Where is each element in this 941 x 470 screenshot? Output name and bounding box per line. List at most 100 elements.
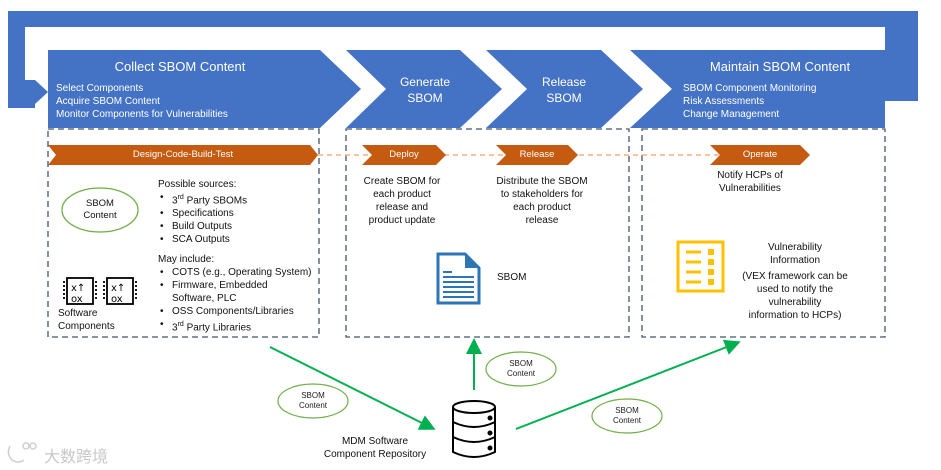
- phase-chevron-release: [486, 50, 643, 128]
- phase-chevron-generate: [346, 50, 502, 128]
- source-item: SCA Outputs: [160, 233, 247, 246]
- possible-sources-list: Possible sources: 3rd Party SBOMs Specif…: [158, 178, 247, 246]
- sources-heading: Possible sources:: [158, 179, 237, 190]
- phase-chevron-collect: [48, 50, 361, 128]
- collect-box-border: [47, 128, 320, 338]
- text-line: Distribute the SBOM: [496, 176, 588, 187]
- repository-label: MDM Software Component Repository: [300, 435, 450, 461]
- software-component-chip-icon: x↑ ox: [63, 277, 97, 305]
- include-item: 3rd Party Libraries: [160, 318, 323, 334]
- phase-title-line: SBOM: [546, 91, 582, 105]
- software-component-chip-icon: x↑ ox: [103, 277, 137, 305]
- text-line: used to notify the: [756, 284, 834, 295]
- watermark-logo-icon: [7, 442, 37, 463]
- source-item: Build Outputs: [160, 220, 247, 233]
- text-line: vulnerability: [768, 297, 822, 308]
- text-line: each product: [513, 202, 571, 213]
- stage-arrow-deploy: [362, 145, 446, 165]
- phase-item: Select Components: [56, 83, 144, 94]
- watermark-text: 大数跨境: [44, 449, 109, 466]
- source-item: Specifications: [160, 207, 247, 220]
- include-item: Firmware, Embedded Software, PLC: [160, 279, 302, 305]
- stage-label-design: Design-Code-Build-Test: [132, 149, 234, 160]
- phase-item: SBOM Component Monitoring: [683, 83, 817, 94]
- text-line: release and: [375, 202, 429, 213]
- software-components-label: Software Components: [58, 307, 115, 333]
- flow-oval-middle: [485, 351, 557, 387]
- phase-title-generate: Generate SBOM: [380, 74, 470, 106]
- phase-title-line: Generate: [399, 75, 451, 89]
- phase-item: Risk Assessments: [683, 96, 765, 107]
- svg-text:x↑: x↑: [111, 283, 125, 294]
- text-line: Vulnerabilities: [719, 183, 781, 194]
- generate-box-border: [345, 128, 630, 338]
- flow-oval-left-label: SBOM Content: [288, 391, 338, 411]
- document-icon: [436, 252, 481, 305]
- include-item: COTS (e.g., Operating System): [160, 266, 323, 279]
- text-line: Notify HCPs of: [717, 170, 783, 181]
- vulnerability-info-title: Vulnerability Information: [730, 241, 860, 267]
- include-item: OSS Components/Libraries: [160, 305, 323, 318]
- svg-text:x↑: x↑: [71, 283, 85, 294]
- oval-line: SBOM: [86, 198, 114, 209]
- stage-label-operate: Operate: [742, 149, 778, 160]
- collect-sbom-content-oval: [61, 187, 139, 233]
- feedback-loop-arrow: [8, 11, 918, 108]
- sbom-document-label: SBOM: [497, 272, 527, 283]
- stage-arrow-operate: [710, 145, 810, 165]
- text-line: Create SBOM for: [363, 176, 441, 187]
- flow-oval-right-label: SBOM Content: [602, 406, 652, 426]
- stage-arrow-design: [48, 145, 318, 165]
- operate-description: Notify HCPs of Vulnerabilities: [700, 169, 800, 195]
- phase-item: Change Management: [683, 109, 780, 120]
- phase-title-release: Release SBOM: [519, 74, 609, 106]
- oval-line: Content: [83, 210, 117, 221]
- phase-item: Monitor Components for Vulnerabilities: [56, 109, 228, 120]
- text-line: (VEX framework can be: [742, 271, 848, 282]
- phase-item: Acquire SBOM Content: [56, 96, 160, 107]
- oval-line: Content: [612, 416, 642, 425]
- svg-text:ox: ox: [71, 294, 83, 305]
- label-line: Software: [58, 308, 98, 319]
- may-include-list: May include: COTS (e.g., Operating Syste…: [158, 253, 323, 334]
- label-line: MDM Software: [341, 436, 409, 447]
- flow-oval-right: [591, 398, 663, 434]
- flow-arrow-to-maintain: [515, 339, 741, 430]
- phase-title-collect: Collect SBOM Content: [114, 59, 246, 74]
- vulnerability-info-note: (VEX framework can be used to notify the…: [730, 270, 860, 322]
- phase-maintain-items: SBOM Component Monitoring Risk Assessmen…: [683, 82, 816, 121]
- flow-oval-middle-label: SBOM Content: [496, 359, 546, 379]
- label-line: Components: [58, 321, 115, 332]
- label-line: Component Repository: [323, 449, 427, 460]
- stage-label-deploy: Deploy: [389, 149, 419, 160]
- maintain-box-border: [641, 128, 886, 338]
- text-line: release: [525, 215, 559, 226]
- oval-line: Content: [298, 401, 328, 410]
- flow-oval-left: [277, 383, 349, 419]
- release-description: Distribute the SBOM to stakeholders for …: [482, 175, 602, 227]
- phase-title-line: SBOM: [407, 91, 443, 105]
- oval-line: SBOM: [615, 406, 639, 415]
- phase-title-line: Release: [541, 75, 587, 89]
- text-line: product update: [368, 215, 436, 226]
- oval-line: SBOM: [301, 391, 325, 400]
- include-heading: May include:: [158, 254, 215, 265]
- database-icon: [452, 400, 496, 458]
- deploy-description: Create SBOM for each product release and…: [352, 175, 452, 227]
- stage-arrow-release: [496, 145, 578, 165]
- text-line: Vulnerability: [767, 242, 823, 253]
- text-line: each product: [373, 189, 431, 200]
- phase-title-maintain: Maintain SBOM Content: [709, 59, 851, 74]
- checklist-icon: [676, 240, 725, 293]
- oval-line: SBOM: [509, 359, 533, 368]
- oval-line: Content: [506, 369, 536, 378]
- flow-arrow-to-repository: [269, 346, 436, 430]
- svg-text:ox: ox: [111, 294, 123, 305]
- source-item: 3rd Party SBOMs: [160, 191, 247, 207]
- phase-collect-items: Select Components Acquire SBOM Content M…: [56, 82, 228, 121]
- collect-sbom-content-label: SBOM Content: [70, 198, 130, 222]
- phase-chevron-maintain: [630, 50, 885, 128]
- text-line: Information: [769, 255, 821, 266]
- text-line: to stakeholders for: [500, 189, 584, 200]
